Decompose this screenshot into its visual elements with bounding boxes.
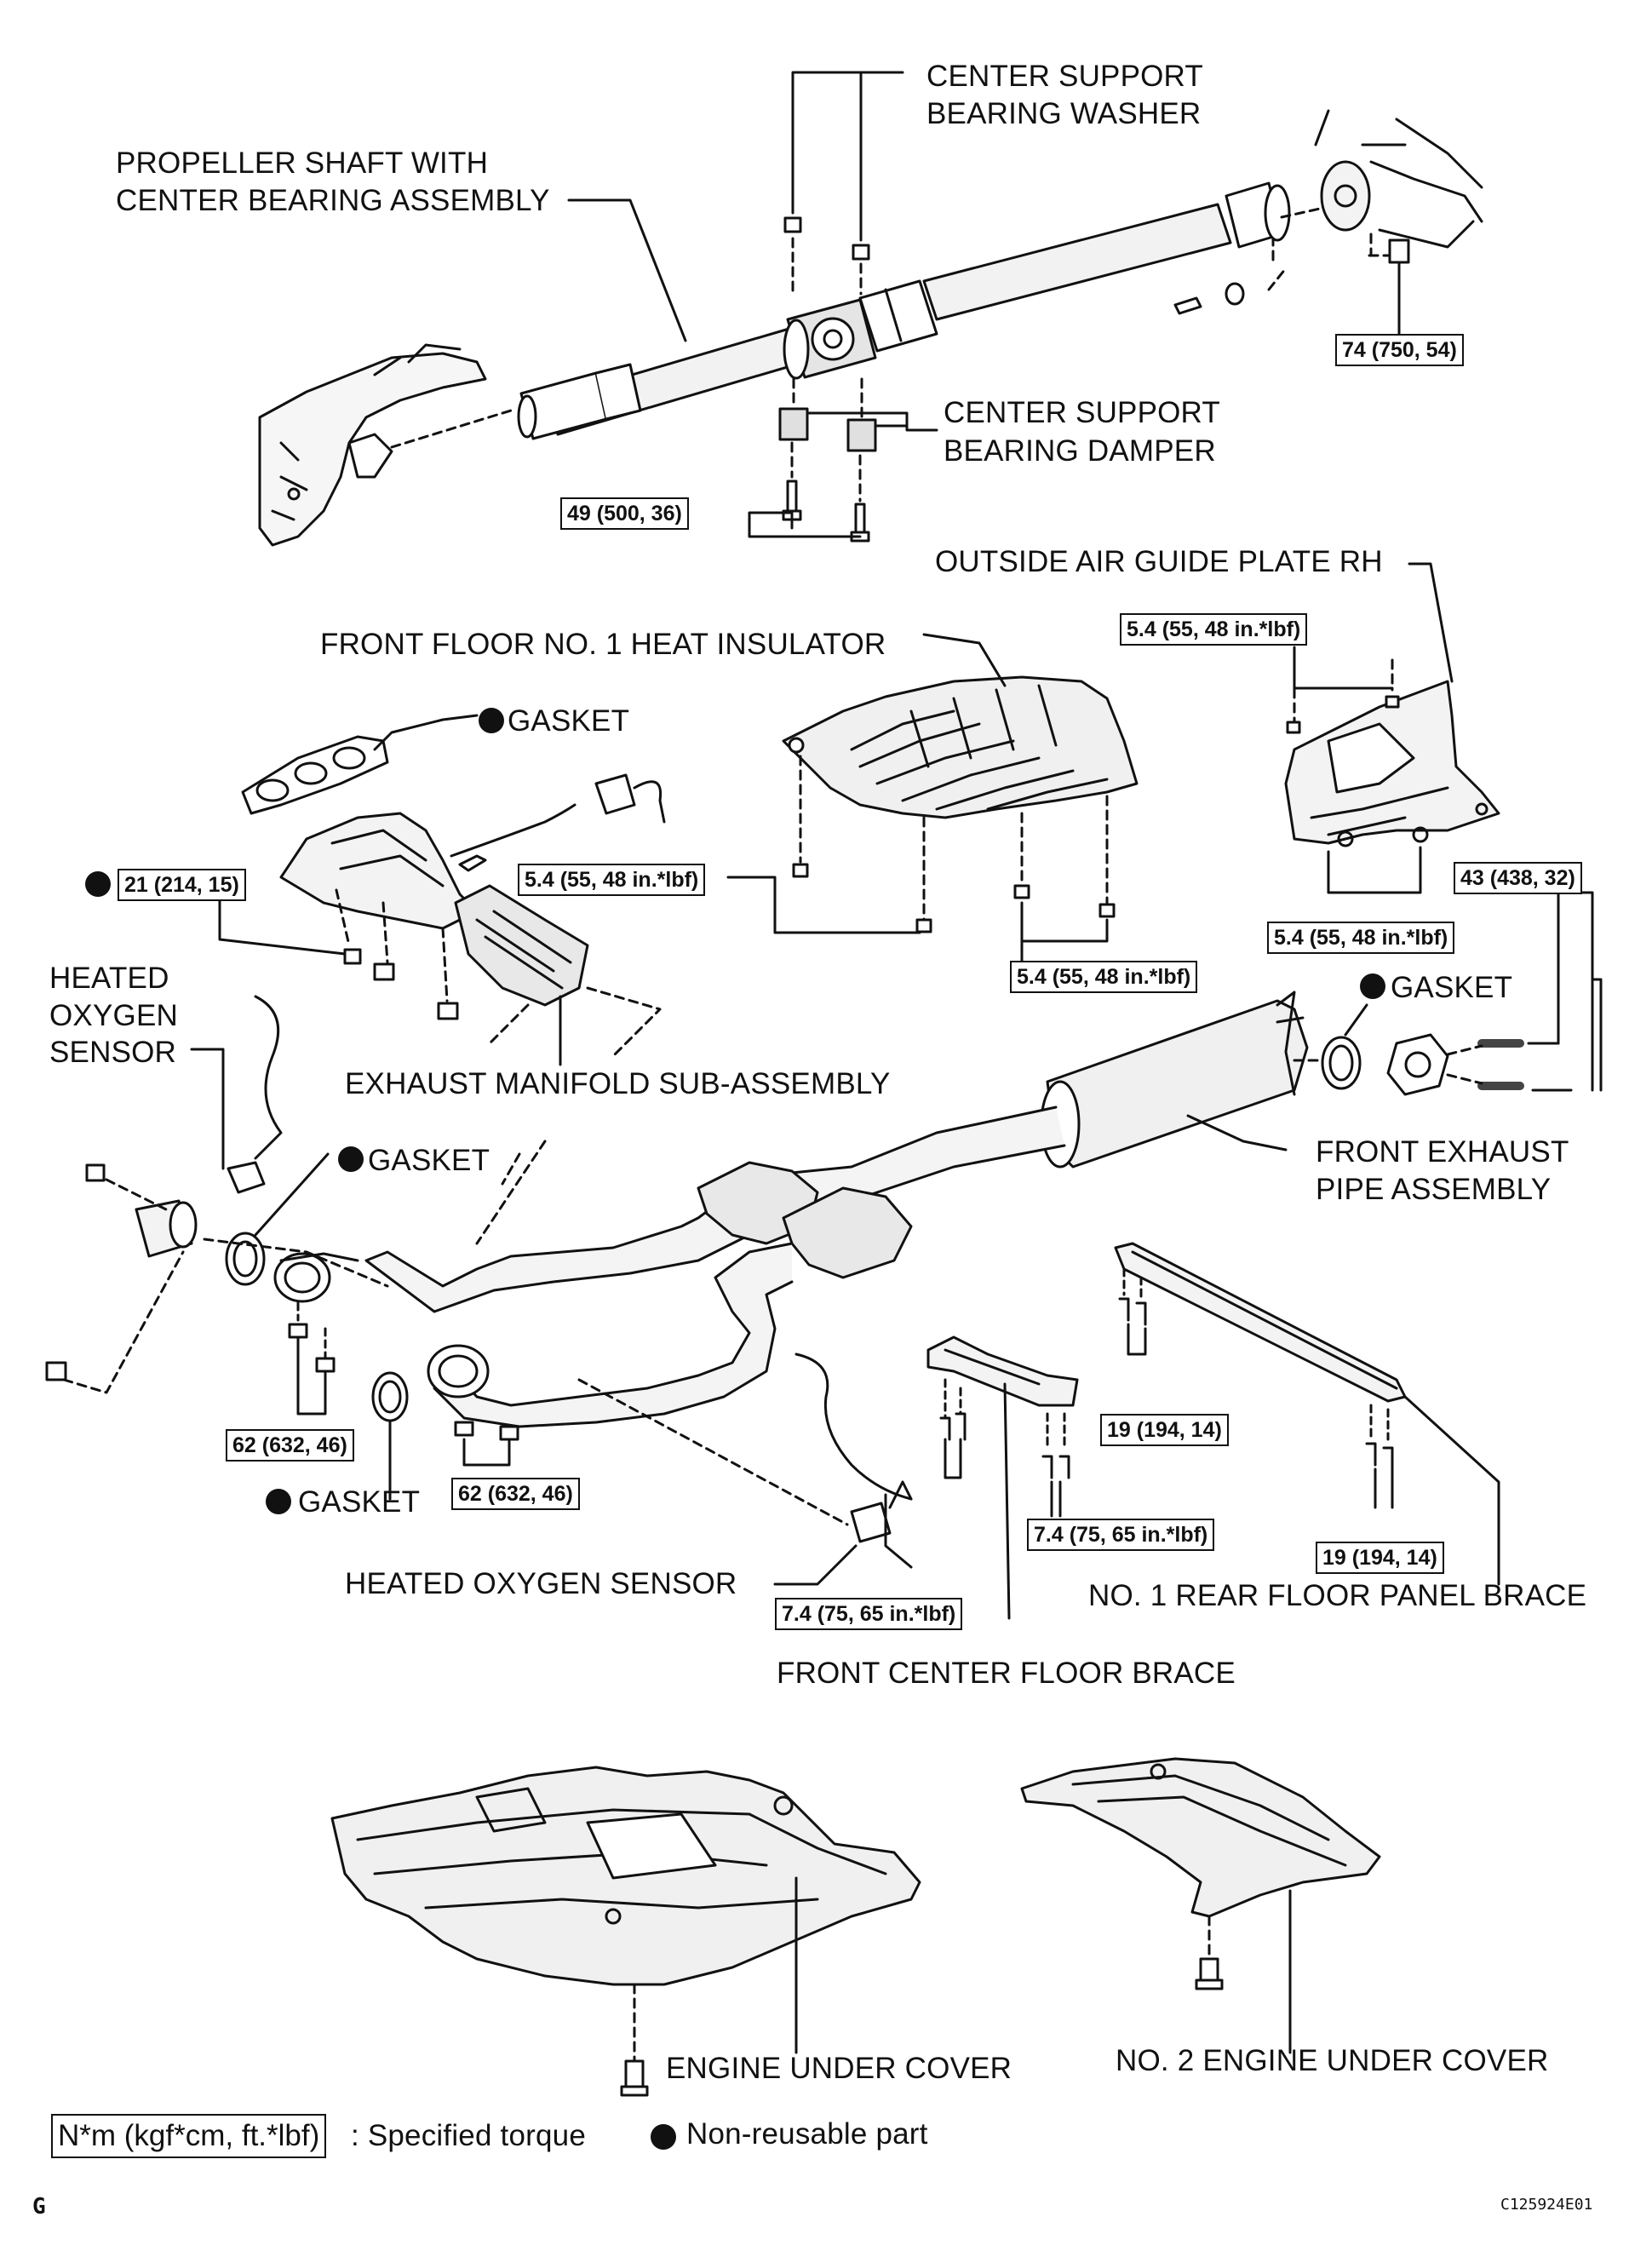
legend-torque-box: N*m (kgf*cm, ft.*lbf) <box>51 2114 327 2158</box>
propeller-shaft <box>517 181 1291 440</box>
figure-id: C125924E01 <box>1500 2196 1593 2214</box>
nonreusable-mark <box>85 871 111 897</box>
label-heated-oxygen-sensor-left-2: OXYGEN <box>49 999 178 1032</box>
label-gasket-rear: GASKET <box>1391 971 1513 1004</box>
label-rear-floor-panel-brace: NO. 1 REAR FLOOR PANEL BRACE <box>1088 1579 1587 1612</box>
label-front-floor-heat-insulator: FRONT FLOOR NO. 1 HEAT INSULATOR <box>320 628 886 661</box>
transmission-housing <box>258 343 487 547</box>
torque-62-left: 62 (632, 46) <box>226 1429 354 1462</box>
torque-43: 43 (438, 32) <box>1454 862 1582 894</box>
torque-7-4-sensor: 7.4 (75, 65 in.*lbf) <box>775 1598 963 1630</box>
nonreusable-mark <box>266 1489 291 1514</box>
legend-nonreusable-mark <box>651 2124 676 2150</box>
differential-flange <box>1314 109 1483 249</box>
nonreusable-mark <box>338 1146 364 1172</box>
legend-nonreusable: Non-reusable part <box>686 2117 928 2151</box>
torque-21: 21 (214, 15) <box>118 869 246 901</box>
torque-5-4-insulator-right: 5.4 (55, 48 in.*lbf) <box>1010 961 1198 993</box>
label-center-support-bearing-washer-2: BEARING WASHER <box>926 97 1202 130</box>
outside-air-guide-plate <box>1284 680 1500 845</box>
label-center-support-bearing-washer-1: CENTER SUPPORT <box>926 60 1203 93</box>
torque-7-4-brace: 7.4 (75, 65 in.*lbf) <box>1027 1519 1215 1551</box>
page-letter: G <box>32 2194 46 2220</box>
front-floor-heat-insulator <box>782 675 1139 819</box>
label-engine-under-cover: ENGINE UNDER COVER <box>666 2052 1012 2085</box>
label-outside-air-guide-plate: OUTSIDE AIR GUIDE PLATE RH <box>935 545 1383 578</box>
exhaust-connecting-pipe <box>135 1199 198 1258</box>
label-gasket-bottom: GASKET <box>298 1485 421 1519</box>
rear-floor-panel-brace <box>1114 1242 1407 1403</box>
torque-19-bottom: 19 (194, 14) <box>1316 1542 1444 1574</box>
torque-62-right: 62 (632, 46) <box>451 1478 580 1510</box>
label-propeller-shaft-1: PROPELLER SHAFT WITH <box>116 146 489 180</box>
front-exhaust-pipe-assembly <box>273 991 1309 1428</box>
torque-74: 74 (750, 54) <box>1335 334 1464 366</box>
nonreusable-mark <box>479 708 504 733</box>
label-heated-oxygen-sensor-left-1: HEATED <box>49 962 169 995</box>
label-front-exhaust-pipe-1: FRONT EXHAUST <box>1316 1135 1569 1169</box>
label-exhaust-manifold: EXHAUST MANIFOLD SUB-ASSEMBLY <box>345 1067 891 1100</box>
torque-5-4-guide-bottom: 5.4 (55, 48 in.*lbf) <box>1267 922 1455 954</box>
label-no2-engine-under-cover: NO. 2 ENGINE UNDER COVER <box>1116 2044 1549 2077</box>
label-front-exhaust-pipe-2: PIPE ASSEMBLY <box>1316 1173 1552 1206</box>
torque-5-4-guide-top: 5.4 (55, 48 in.*lbf) <box>1120 613 1308 646</box>
exhaust-manifold <box>241 735 666 1007</box>
label-front-center-floor-brace: FRONT CENTER FLOOR BRACE <box>777 1657 1236 1690</box>
nonreusable-mark <box>1360 973 1385 999</box>
label-heated-oxygen-sensor-bottom: HEATED OXYGEN SENSOR <box>345 1567 737 1600</box>
no2-engine-under-cover <box>1020 1757 1381 1918</box>
label-propeller-shaft-2: CENTER BEARING ASSEMBLY <box>116 184 550 217</box>
torque-49: 49 (500, 36) <box>560 497 689 530</box>
engine-under-cover <box>330 1766 921 1986</box>
torque-19-top: 19 (194, 14) <box>1100 1414 1229 1446</box>
label-gasket-manifold: GASKET <box>508 704 630 738</box>
front-center-floor-brace <box>926 1335 1079 1407</box>
label-gasket-left: GASKET <box>368 1144 490 1177</box>
torque-5-4-insulator-left: 5.4 (55, 48 in.*lbf) <box>518 864 706 896</box>
label-center-support-bearing-damper-2: BEARING DAMPER <box>944 434 1216 468</box>
label-heated-oxygen-sensor-left-3: SENSOR <box>49 1036 177 1069</box>
label-center-support-bearing-damper-1: CENTER SUPPORT <box>944 396 1220 429</box>
legend-torque-desc: : Specified torque <box>351 2119 586 2152</box>
